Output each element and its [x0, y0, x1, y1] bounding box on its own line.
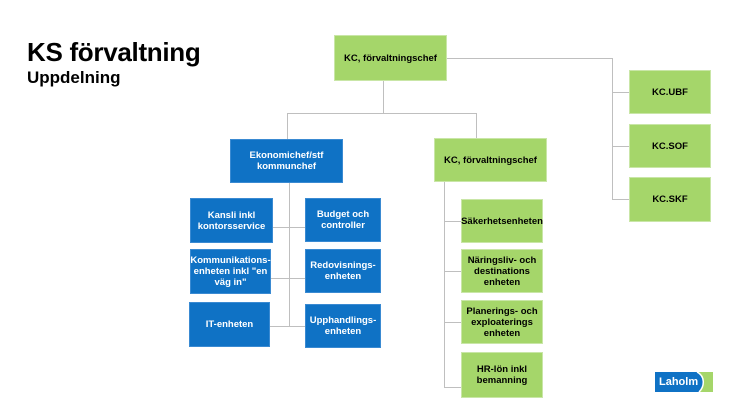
connector-r4 — [444, 387, 461, 388]
connector-l3 — [270, 326, 305, 327]
org-box-budget[interactable]: Budget och controller — [305, 198, 381, 242]
org-box-budget-label: Budget och controller — [316, 209, 370, 231]
org-box-kansli[interactable]: Kansli inkl kontorsservice — [190, 198, 273, 243]
org-box-redovisning-label: Redovisnings-enheten — [310, 260, 376, 282]
org-box-kc-right[interactable]: KC, förvaltningschef — [434, 138, 547, 182]
org-box-planering-label: Planerings- och exploaterings enheten — [466, 305, 538, 339]
connector-r1 — [444, 221, 461, 222]
org-box-kommunikation[interactable]: Kommunikations-enheten inkl "en väg in" — [190, 249, 271, 294]
connector-branch-h — [287, 113, 477, 114]
org-box-sakerhet-label: Säkerhetsenheten — [461, 215, 543, 227]
connector-right-spine — [444, 182, 445, 387]
connector-side-v — [612, 58, 613, 200]
org-box-ekonomichef[interactable]: Ekonomichef/stf kommunchef — [230, 139, 343, 183]
laholm-logo-shape — [655, 371, 713, 393]
page-subtitle: Uppdelning — [27, 68, 121, 87]
org-box-kommunikation-label: Kommunikations-enheten inkl "en väg in" — [190, 255, 271, 288]
org-box-top[interactable]: KC, förvaltningschef — [334, 35, 447, 81]
connector-right-drop — [476, 113, 477, 138]
org-box-redovisning[interactable]: Redovisnings-enheten — [305, 249, 381, 293]
org-box-upphandling-label: Upphandlings-enheten — [309, 315, 377, 337]
org-box-planering[interactable]: Planerings- och exploaterings enheten — [461, 300, 543, 344]
org-box-skf[interactable]: KC.SKF — [629, 177, 711, 222]
org-box-hr[interactable]: HR-lön inkl bemanning — [461, 352, 543, 398]
connector-r3 — [444, 322, 461, 323]
connector-side-sof — [612, 146, 629, 147]
org-box-sof[interactable]: KC.SOF — [629, 124, 711, 168]
org-box-naringsliv[interactable]: Näringsliv- och destinations enheten — [461, 249, 543, 293]
connector-l1 — [273, 227, 305, 228]
laholm-logo-text: Laholm — [659, 376, 699, 388]
org-box-sakerhet[interactable]: Säkerhetsenheten — [461, 199, 543, 243]
org-box-it[interactable]: IT-enheten — [189, 302, 270, 347]
connector-left-spine — [289, 183, 290, 326]
org-box-hr-label: HR-lön inkl bemanning — [476, 364, 528, 386]
org-box-naringsliv-label: Näringsliv- och destinations enheten — [467, 254, 537, 288]
org-box-it-label: IT-enheten — [205, 319, 254, 330]
connector-top-side-h — [447, 58, 613, 59]
org-box-ubf[interactable]: KC.UBF — [629, 70, 711, 114]
connector-side-ubf — [612, 92, 629, 93]
connector-top-down — [383, 81, 384, 113]
connector-side-skf — [612, 199, 629, 200]
org-box-upphandling[interactable]: Upphandlings-enheten — [305, 304, 381, 348]
connector-l2 — [271, 278, 305, 279]
page-title: KS förvaltning — [27, 37, 201, 67]
connector-r2 — [444, 271, 461, 272]
laholm-logo: Laholm — [655, 371, 713, 393]
org-box-kansli-label: Kansli inkl kontorsservice — [197, 209, 266, 232]
connector-left-drop — [287, 113, 288, 139]
